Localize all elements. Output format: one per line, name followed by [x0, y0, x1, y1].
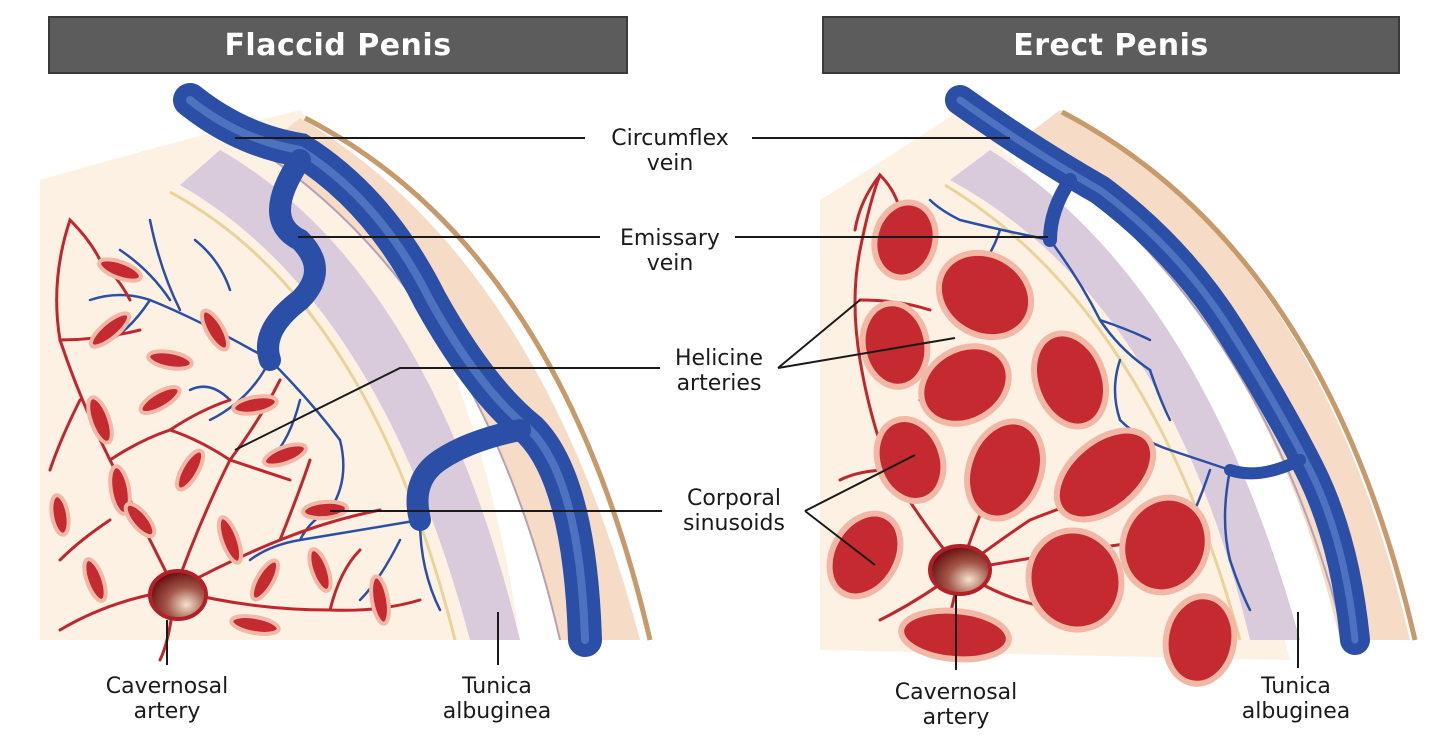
flaccid-outer-layer: [260, 118, 640, 640]
label-tunica-left-line2: albuginea: [442, 699, 552, 724]
erect-cavernosal-artery: [928, 544, 992, 596]
label-circumflex-line1: Circumflex: [611, 126, 729, 151]
label-tunica-albuginea-right: Tunica albuginea: [1211, 674, 1381, 724]
label-helicine-arteries: Helicine arteries: [634, 346, 804, 396]
header-erect: Erect Penis: [822, 16, 1400, 74]
label-cavernosal-right-line1: Cavernosal: [894, 680, 1018, 705]
label-corporal-sinusoids: Corporal sinusoids: [649, 486, 819, 536]
label-emissary-line2: vein: [646, 251, 694, 276]
erect-skin-line: [1060, 109, 1418, 641]
label-cavernosal-right-line2: artery: [922, 705, 990, 730]
label-emissary-vein: Emissary vein: [585, 226, 755, 276]
label-tunica-right-line2: albuginea: [1241, 699, 1351, 724]
flaccid-emissary-vein: [257, 149, 326, 371]
flaccid-corporal-sinusoids: [49, 257, 391, 636]
label-tunica-right-line1: Tunica: [1261, 674, 1331, 699]
label-cavernosal-artery-right: Cavernosal artery: [871, 680, 1041, 730]
label-helicine-line1: Helicine: [675, 346, 763, 371]
header-flaccid: Flaccid Penis: [48, 16, 628, 74]
label-emissary-line1: Emissary: [620, 226, 720, 251]
label-corporal-line2: sinusoids: [683, 511, 785, 536]
label-tunica-left-line1: Tunica: [462, 674, 532, 699]
label-circumflex-line2: vein: [646, 151, 694, 176]
leader-lines: [166, 137, 1299, 670]
label-tunica-albuginea-left: Tunica albuginea: [412, 674, 582, 724]
erect-illustration: [820, 85, 1418, 687]
flaccid-tunica-band: [180, 150, 520, 640]
flaccid-skin-line: [303, 115, 653, 641]
label-cavernosal-artery-left: Cavernosal artery: [82, 674, 252, 724]
label-cavernosal-left-line2: artery: [133, 699, 201, 724]
label-helicine-line2: arteries: [676, 371, 762, 396]
flaccid-illustration: [40, 83, 653, 662]
label-cavernosal-left-line1: Cavernosal: [105, 674, 229, 699]
flaccid-cavernosal-artery: [148, 569, 208, 621]
flaccid-erectile-tissue: [40, 110, 520, 640]
label-corporal-line1: Corporal: [687, 486, 781, 511]
erect-tunica-band: [950, 150, 1300, 640]
label-circumflex-vein: Circumflex vein: [585, 126, 755, 176]
erect-corporal-sinusoids: [826, 199, 1238, 687]
erect-emissary-vein: [1043, 173, 1077, 247]
